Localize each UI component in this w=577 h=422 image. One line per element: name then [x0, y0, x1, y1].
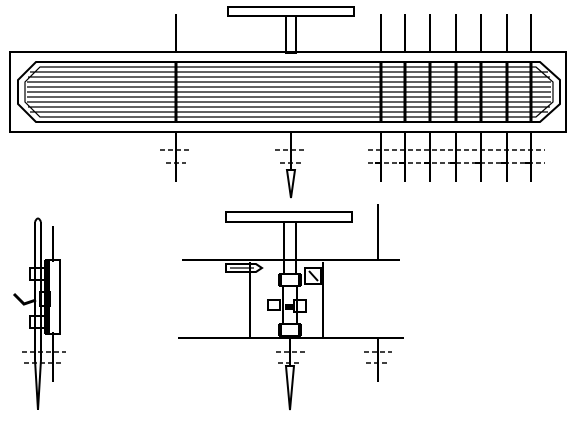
right-rods-top — [380, 14, 532, 53]
top-view-assembly — [9, 6, 567, 199]
outer-frame — [9, 51, 567, 133]
rods-below-frame — [160, 132, 545, 199]
top-t-handle — [227, 6, 355, 54]
front-view-assembly — [178, 204, 404, 411]
horizontal-threads — [27, 71, 551, 113]
inner-octagon-frame — [17, 61, 561, 123]
rods-through-frame — [174, 62, 533, 122]
side-view-assembly — [12, 217, 66, 411]
